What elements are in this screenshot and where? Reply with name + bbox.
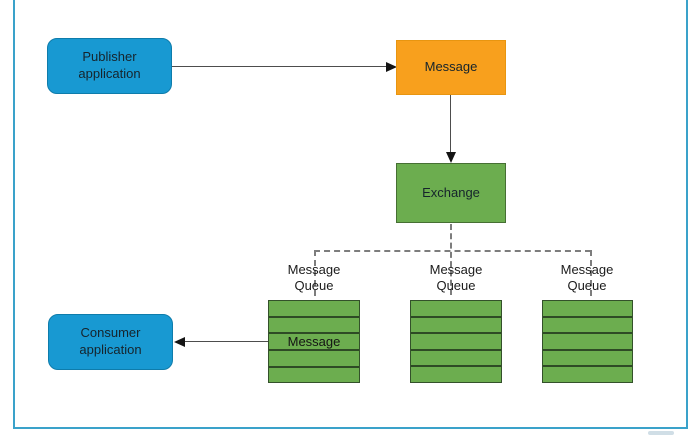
arrowhead-into-message <box>386 62 397 72</box>
queue-1-label: Message Queue <box>287 262 341 294</box>
queue-3-slot <box>543 367 632 382</box>
exchange-node: Exchange <box>396 163 506 223</box>
frame-bottom-border <box>13 427 688 429</box>
publisher-application-node: Publisher application <box>47 38 172 94</box>
dashed-line-exchange-down <box>450 224 452 295</box>
queue-3-label: Message Queue <box>560 262 614 294</box>
queue-2-slot <box>411 367 501 382</box>
message-queue-1: Message <box>268 300 360 383</box>
message-node: Message <box>396 40 506 95</box>
dashed-line-horizontal <box>314 250 591 252</box>
bottom-right-smudge <box>648 431 674 435</box>
dashed-line-to-queue-1 <box>314 250 316 296</box>
exchange-node-label: Exchange <box>422 184 480 200</box>
dashed-line-to-queue-3 <box>590 250 592 296</box>
edge-message-to-exchange <box>450 95 451 153</box>
queue-3-slot <box>543 334 632 351</box>
message-node-label: Message <box>424 59 478 75</box>
queue-3-slot <box>543 301 632 318</box>
queue-1-slot <box>269 351 359 368</box>
queue-1-slot-message: Message <box>269 334 359 351</box>
queue-2-label: Message Queue <box>429 262 483 294</box>
edge-queue-to-consumer <box>183 341 268 342</box>
arrowhead-into-exchange <box>446 152 456 163</box>
queue-1-slot <box>269 301 359 318</box>
queue-2-slot <box>411 301 501 318</box>
edge-publisher-to-message <box>172 66 388 67</box>
publisher-application-label: Publisher application <box>78 49 141 81</box>
arrowhead-into-consumer <box>174 337 185 347</box>
consumer-application-node: Consumer application <box>48 314 173 370</box>
message-queue-2 <box>410 300 502 383</box>
queue-3-slot <box>543 351 632 368</box>
frame-right-border <box>686 0 688 429</box>
queue-2-slot <box>411 351 501 368</box>
queue-2-slot <box>411 318 501 335</box>
message-queue-3 <box>542 300 633 383</box>
frame-left-border <box>13 0 15 429</box>
queue-1-message-label: Message <box>287 334 341 349</box>
consumer-application-label: Consumer application <box>79 325 142 357</box>
queue-3-slot <box>543 318 632 335</box>
queue-2-slot <box>411 334 501 351</box>
queue-1-slot <box>269 368 359 383</box>
queue-1-slot <box>269 318 359 334</box>
